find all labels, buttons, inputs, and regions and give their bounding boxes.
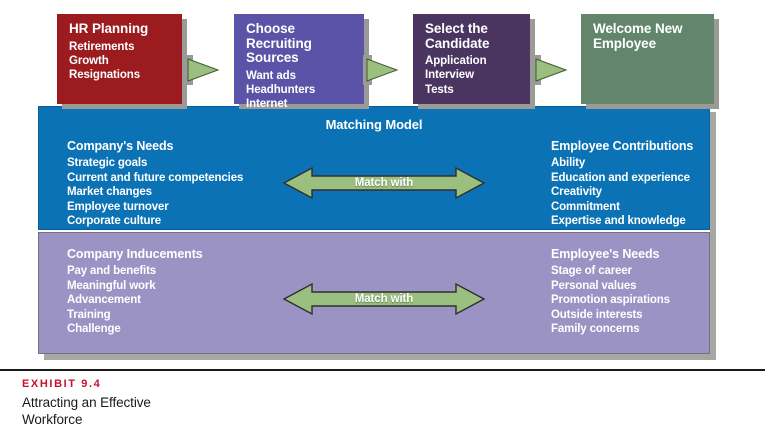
matching-band-company-needs: Matching Model Company's Needs Strategic… <box>38 106 710 230</box>
column-item: Education and experience <box>551 171 690 184</box>
exhibit-label: EXHIBIT 9.4 <box>22 378 102 390</box>
column-item: Outside interests <box>551 308 643 321</box>
exhibit-title-line1: Attracting an Effective <box>22 395 151 410</box>
column-heading: Company's Needs <box>67 139 174 153</box>
process-step-welcome-new-employee: Welcome New Employee <box>581 14 714 104</box>
column-item: Ability <box>551 157 586 169</box>
matching-model-panel: Matching Model Company's Needs Strategic… <box>38 106 710 354</box>
employee-contributions-column: Employee Contributions Ability Education… <box>551 139 693 229</box>
arrow-right-icon <box>184 55 220 85</box>
column-item: Stage of career <box>551 265 632 277</box>
column-item: Commitment <box>551 200 620 213</box>
process-step-hr-planning: HR Planning Retirements Growth Resignati… <box>57 14 182 104</box>
arrow-right-icon <box>363 55 399 85</box>
process-step-title: Choose Recruiting Sources <box>246 21 312 65</box>
column-heading: Company Inducements <box>67 247 203 261</box>
process-step-title: Select the Candidate <box>425 21 490 51</box>
column-item: Market changes <box>67 186 152 199</box>
column-item: Corporate culture <box>67 215 161 228</box>
column-item: Pay and benefits <box>67 265 156 277</box>
column-item: Expertise and knowledge <box>551 215 686 228</box>
column-heading: Employee's Needs <box>551 247 660 261</box>
match-with-label: Match with <box>354 293 414 305</box>
process-step-item: Tests <box>425 83 454 96</box>
column-item: Meaningful work <box>67 279 156 292</box>
process-step-item: Growth <box>69 54 109 67</box>
process-step-item: Want ads <box>246 69 296 82</box>
arrow-right-icon <box>532 55 568 85</box>
match-with-label: Match with <box>354 177 414 189</box>
exhibit-caption: EXHIBIT 9.4 Attracting an Effective Work… <box>22 377 151 428</box>
process-step-item: Headhunters <box>246 83 316 96</box>
caption-divider <box>0 369 765 371</box>
match-with-double-arrow: Match with <box>279 279 489 319</box>
double-arrow-icon <box>282 282 486 316</box>
column-item: Challenge <box>67 323 121 336</box>
double-arrow-icon <box>282 166 486 200</box>
column-item: Advancement <box>67 294 141 307</box>
column-item: Family concerns <box>551 323 640 336</box>
process-step-item: Application <box>425 55 487 67</box>
exhibit-title-line2: Workforce <box>22 412 83 427</box>
column-heading: Employee Contributions <box>551 139 694 153</box>
matching-model-title: Matching Model <box>325 117 423 132</box>
process-step-item: Retirements <box>69 40 135 53</box>
process-step-item: Resignations <box>69 69 141 82</box>
matching-band-company-inducements: Company Inducements Pay and benefits Mea… <box>38 232 710 354</box>
process-step-title: HR Planning <box>69 21 149 36</box>
column-item: Strategic goals <box>67 157 148 169</box>
process-step-title: Welcome New Employee <box>593 21 683 51</box>
company-needs-column: Company's Needs Strategic goals Current … <box>67 139 243 229</box>
match-with-double-arrow: Match with <box>279 163 489 203</box>
column-item: Current and future competencies <box>67 171 244 184</box>
column-item: Promotion aspirations <box>551 294 670 307</box>
column-item: Personal values <box>551 279 637 292</box>
company-inducements-column: Company Inducements Pay and benefits Mea… <box>67 247 203 337</box>
employees-needs-column: Employee's Needs Stage of career Persona… <box>551 247 670 337</box>
column-item: Creativity <box>551 186 602 199</box>
process-step-choose-recruiting-sources: Choose Recruiting Sources Want ads Headh… <box>234 14 364 110</box>
column-item: Training <box>67 308 111 321</box>
process-step-item: Interview <box>425 69 474 82</box>
process-step-select-the-candidate: Select the Candidate Application Intervi… <box>413 14 530 104</box>
column-item: Employee turnover <box>67 200 169 213</box>
process-step-item: Internet <box>246 98 288 111</box>
